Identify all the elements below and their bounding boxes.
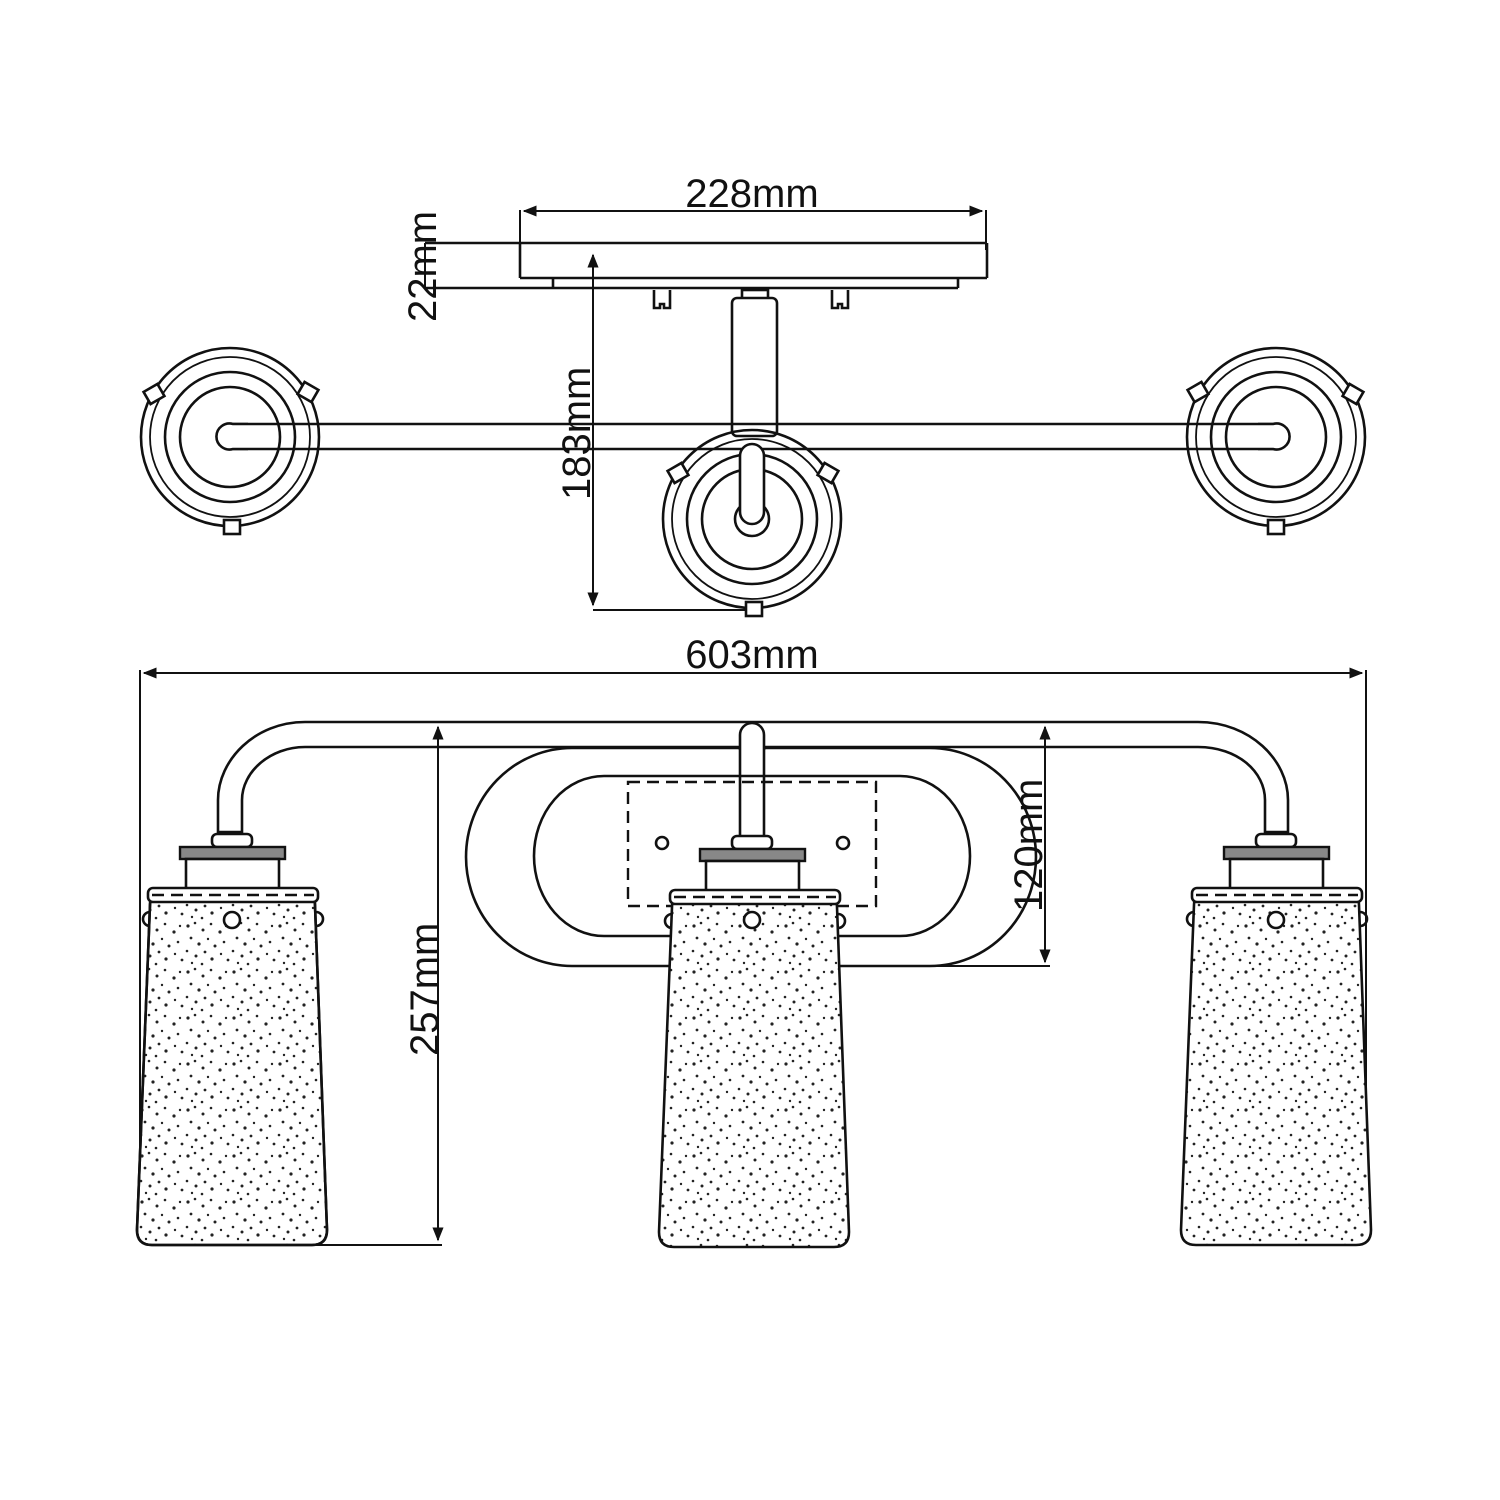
dim-label-overall-width: 603mm [685, 633, 818, 677]
dim-label-overall-height: 257mm [403, 923, 447, 1056]
arm-front [216, 720, 1290, 838]
front-view: 120mm 257mm [135, 667, 1373, 1249]
dim-label-backplate-depth: 22mm [401, 211, 445, 322]
shade-left [135, 832, 329, 1247]
dim-projection [587, 253, 760, 611]
top-view: 22mm 183mm [139, 205, 1367, 618]
shade-ring-center [661, 428, 843, 618]
dim-overall-height [300, 725, 444, 1246]
shade-right [1179, 832, 1373, 1247]
shade-ring-right [1185, 346, 1367, 536]
canopy-backplate [425, 241, 989, 438]
dim-backplate-height [930, 725, 1051, 967]
dim-label-projection: 183mm [555, 367, 599, 500]
dim-label-backplate-width: 228mm [685, 172, 818, 216]
shade-ring-left [139, 346, 321, 536]
dim-label-backplate-height: 120mm [1007, 779, 1051, 912]
shade-center [657, 834, 851, 1249]
